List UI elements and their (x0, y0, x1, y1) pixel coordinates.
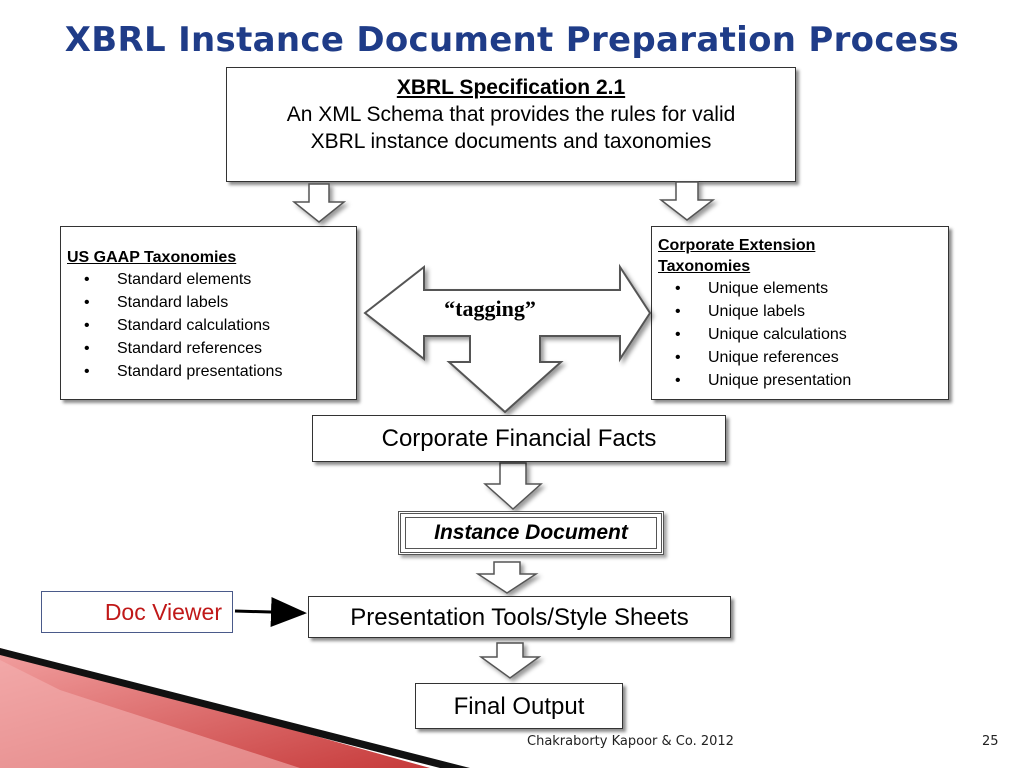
extension-heading-line-1: Corporate Extension (658, 237, 816, 254)
page-title: XBRL Instance Document Preparation Proce… (64, 20, 960, 60)
presentation-tools-box: Presentation Tools/Style Sheets (308, 596, 731, 638)
down-arrow-facts (483, 462, 543, 511)
list-item: Unique calculations (658, 323, 948, 346)
spec-line-1: An XML Schema that provides the rules fo… (286, 103, 736, 126)
doc-viewer-connector (234, 597, 307, 628)
spec-heading: XBRL Specification 2.1 (396, 76, 626, 99)
instance-document-box: Instance Document (398, 511, 664, 555)
down-arrow-presentation (478, 642, 542, 679)
footer-text: Chakraborty Kapoor & Co. 2012 (527, 734, 734, 749)
extension-list: Unique elements Unique labels Unique cal… (658, 277, 948, 392)
instance-document-label: Instance Document (405, 517, 657, 549)
tagging-label: “tagging” (444, 296, 536, 321)
down-arrow-left (291, 183, 347, 223)
gaap-heading: US GAAP Taxonomies (67, 249, 237, 266)
list-item: Standard references (67, 337, 356, 360)
extension-heading-line-2: Taxonomies (658, 258, 751, 275)
list-item: Standard elements (67, 268, 356, 291)
red-wedge-light (0, 660, 300, 768)
tagging-arrow (363, 263, 652, 414)
black-wedge (0, 648, 470, 768)
spec-line-2: XBRL instance documents and taxonomies (310, 130, 712, 153)
list-item: Standard calculations (67, 314, 356, 337)
gaap-list: Standard elements Standard labels Standa… (67, 268, 356, 383)
list-item: Unique elements (658, 277, 948, 300)
doc-viewer-box: Doc Viewer (41, 591, 233, 633)
down-arrow-instance (475, 561, 539, 594)
list-item: Standard labels (67, 291, 356, 314)
list-item: Unique references (658, 346, 948, 369)
list-item: Unique presentation (658, 369, 948, 392)
corporate-extension-box: Corporate Extension Taxonomies Unique el… (651, 226, 949, 400)
xbrl-spec-box: XBRL Specification 2.1 An XML Schema tha… (226, 67, 796, 182)
down-arrow-right (658, 181, 716, 221)
corporate-financial-facts-box: Corporate Financial Facts (312, 415, 726, 462)
list-item: Standard presentations (67, 360, 356, 383)
us-gaap-taxonomies-box: US GAAP Taxonomies Standard elements Sta… (60, 226, 357, 400)
list-item: Unique labels (658, 300, 948, 323)
final-output-box: Final Output (415, 683, 623, 729)
page-number: 25 (982, 734, 999, 749)
